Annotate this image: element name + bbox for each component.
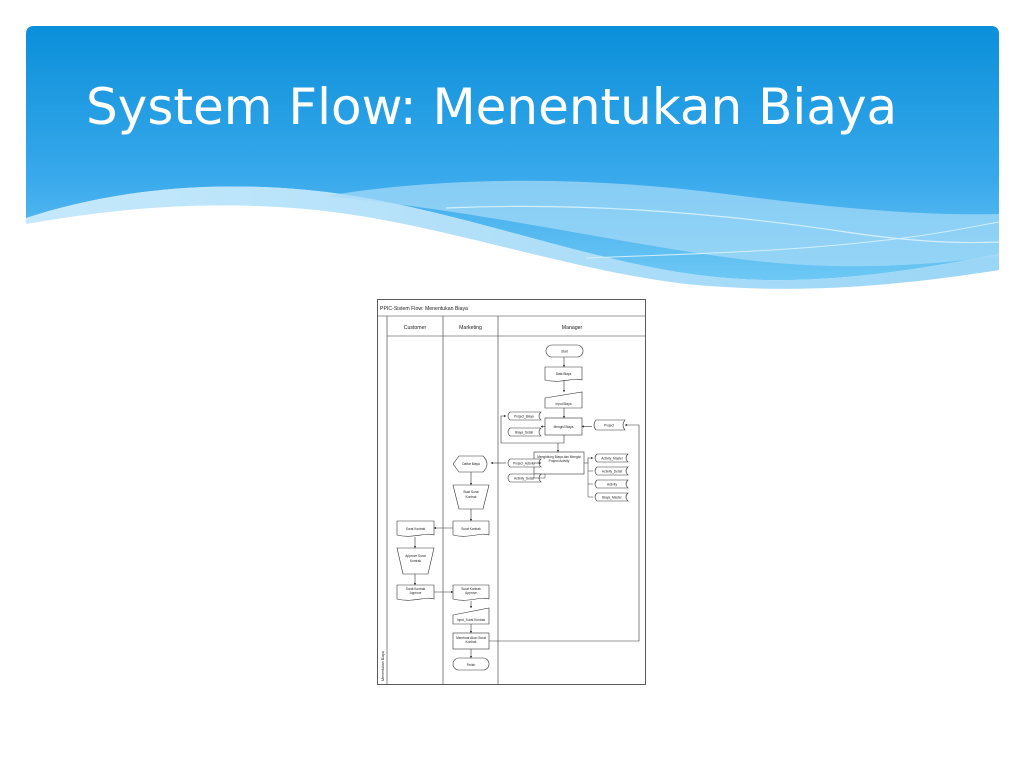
label-mengisi-biaya: Mengisi Biaya [554,425,574,429]
slide-header [26,26,999,296]
diagram-frame [377,299,646,685]
lane-marketing: Marketing [459,325,482,331]
node-biaya-detail [507,427,542,437]
lane-manager: Manager [562,325,583,331]
label-surat-approve-customer: Surat Kontrak Approve [405,587,426,595]
label-biaya-master: Biaya_Master [602,496,622,500]
flow-diagram-svg: PPIC-Sistem Flow: Menentukan Biaya Menen… [377,299,646,685]
label-approve-surat: Approve Surat Kontrak [405,554,426,563]
node-biaya-master [594,492,629,502]
label-biaya-detail: Biaya_Detail [515,431,533,435]
node-approve-surat [396,547,435,575]
label-data-biaya: Data Biaya [556,372,572,376]
node-project [593,419,626,431]
label-approve-surat-wrap: Approve Surat Kontrak [405,554,426,563]
node-start [545,344,584,358]
label-daftar-biaya: Daftar Biaya [462,462,480,466]
label-activity: Activity [607,483,618,487]
label-project-biaya: Project_Biaya [514,415,534,419]
label-start: Start [561,350,568,354]
label-surat-approve-marketing: Surat Kontrak Approve [461,587,481,595]
label-menghitung: Menghitung Biaya dan Mengisi Project Act… [537,455,581,463]
label-surat-approve-marketing-wrap: Surat Kontrak Approve [461,587,481,595]
label-surat-kontrak-customer: Surat Kontrak [406,527,426,531]
node-activity-detail-right [594,466,629,476]
node-buat-surat [452,484,490,510]
node-project-biaya [507,411,542,421]
label-membuat-akun: Membuat Akun Surat Kontrak [456,636,486,644]
label-input-surat: Input_Surat Kontrak [457,618,486,622]
node-daftar-biaya [452,455,488,473]
label-buat-surat-wrap: Buat Surat Kontrak [463,490,479,499]
label-activity-master: Activity_Master [601,457,624,461]
slide-title: System Flow: Menentukan Biaya [86,78,898,136]
header-wave-background [26,26,999,289]
node-input-surat [452,607,490,625]
node-surat-approve-customer [396,584,435,601]
node-data-biaya [544,366,583,382]
label-input-biaya: Input Biaya [556,402,572,406]
node-surat-kontrak-customer [396,520,435,537]
label-activity-detail-right: Activity_Detail [602,470,622,474]
node-activity-detail [507,473,542,483]
node-project-activity [507,458,542,468]
label-menghitung-wrap: Menghitung Biaya dan Mengisi Project Act… [537,455,581,463]
label-surat-approve-customer-wrap: Surat Kontrak Approve [405,587,426,595]
node-activity-master [594,453,629,463]
diagram-side-label: Menentukan Biaya [381,651,385,681]
flow-diagram: PPIC-Sistem Flow: Menentukan Biaya Menen… [377,299,646,685]
label-surat-kontrak-marketing: Surat Kontrak [461,527,481,531]
label-project: Project [604,424,614,428]
node-surat-kontrak-marketing [452,520,490,537]
node-surat-approve-marketing [452,584,490,601]
label-finish: Finish [467,663,476,667]
diagram-title: PPIC-Sistem Flow: Menentukan Biaya [380,306,468,312]
node-activity [594,479,629,489]
label-project-activity: Project_Activity [513,462,535,466]
lane-customer: Customer [404,325,427,331]
label-membuat-akun-wrap: Membuat Akun Surat Kontrak [456,636,486,644]
node-input-biaya [544,391,583,409]
label-buat-surat: Buat Surat Kontrak [463,490,479,499]
label-activity-detail: Activity_Detail [514,477,534,481]
